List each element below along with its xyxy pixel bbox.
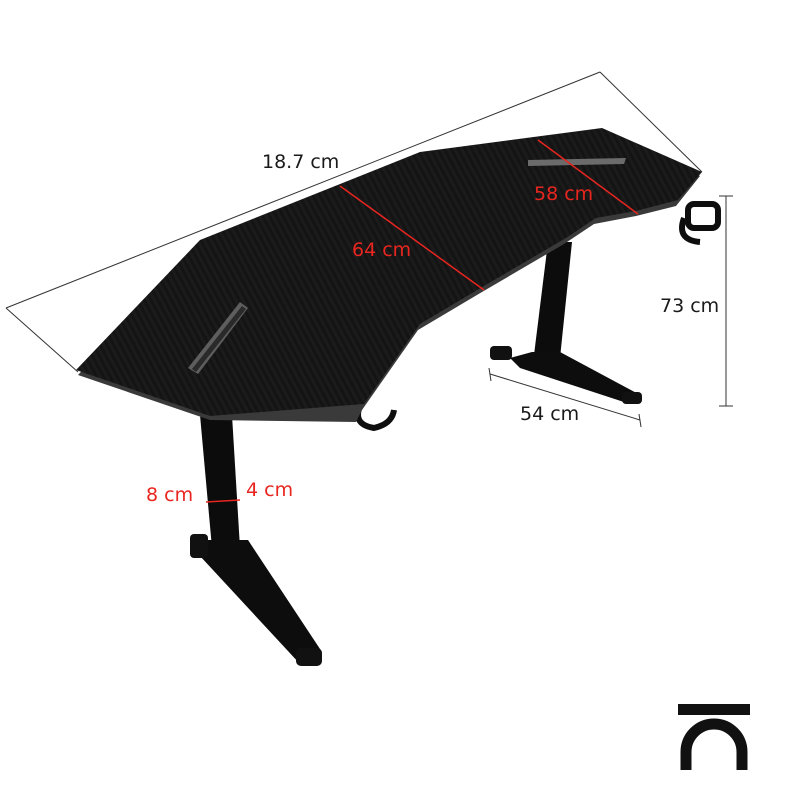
wing-depth-label: 58 cm xyxy=(534,183,593,205)
center-depth-label: 64 cm xyxy=(352,239,411,261)
width-label: 18.7 cm xyxy=(262,151,339,173)
leg-width-label: 8 cm xyxy=(146,484,193,506)
dimension-line-height xyxy=(719,195,733,407)
cable-grommet-right xyxy=(528,158,626,166)
dimension-line-center-depth xyxy=(339,185,485,291)
dimension-line-wing-depth xyxy=(537,139,639,215)
cable-grommet-left xyxy=(188,302,248,374)
dimension-line-leg xyxy=(205,499,241,503)
left-leg xyxy=(190,415,322,666)
dimension-line-foot xyxy=(488,367,642,428)
dimension-line-width xyxy=(5,71,703,373)
right-leg xyxy=(490,242,642,404)
leg-depth-label: 4 cm xyxy=(246,479,293,501)
foot-length-label: 54 cm xyxy=(520,403,579,425)
height-label: 73 cm xyxy=(660,295,719,317)
brand-logo-icon xyxy=(678,704,750,770)
cup-holder-right xyxy=(679,201,721,245)
desk-top xyxy=(76,128,702,416)
